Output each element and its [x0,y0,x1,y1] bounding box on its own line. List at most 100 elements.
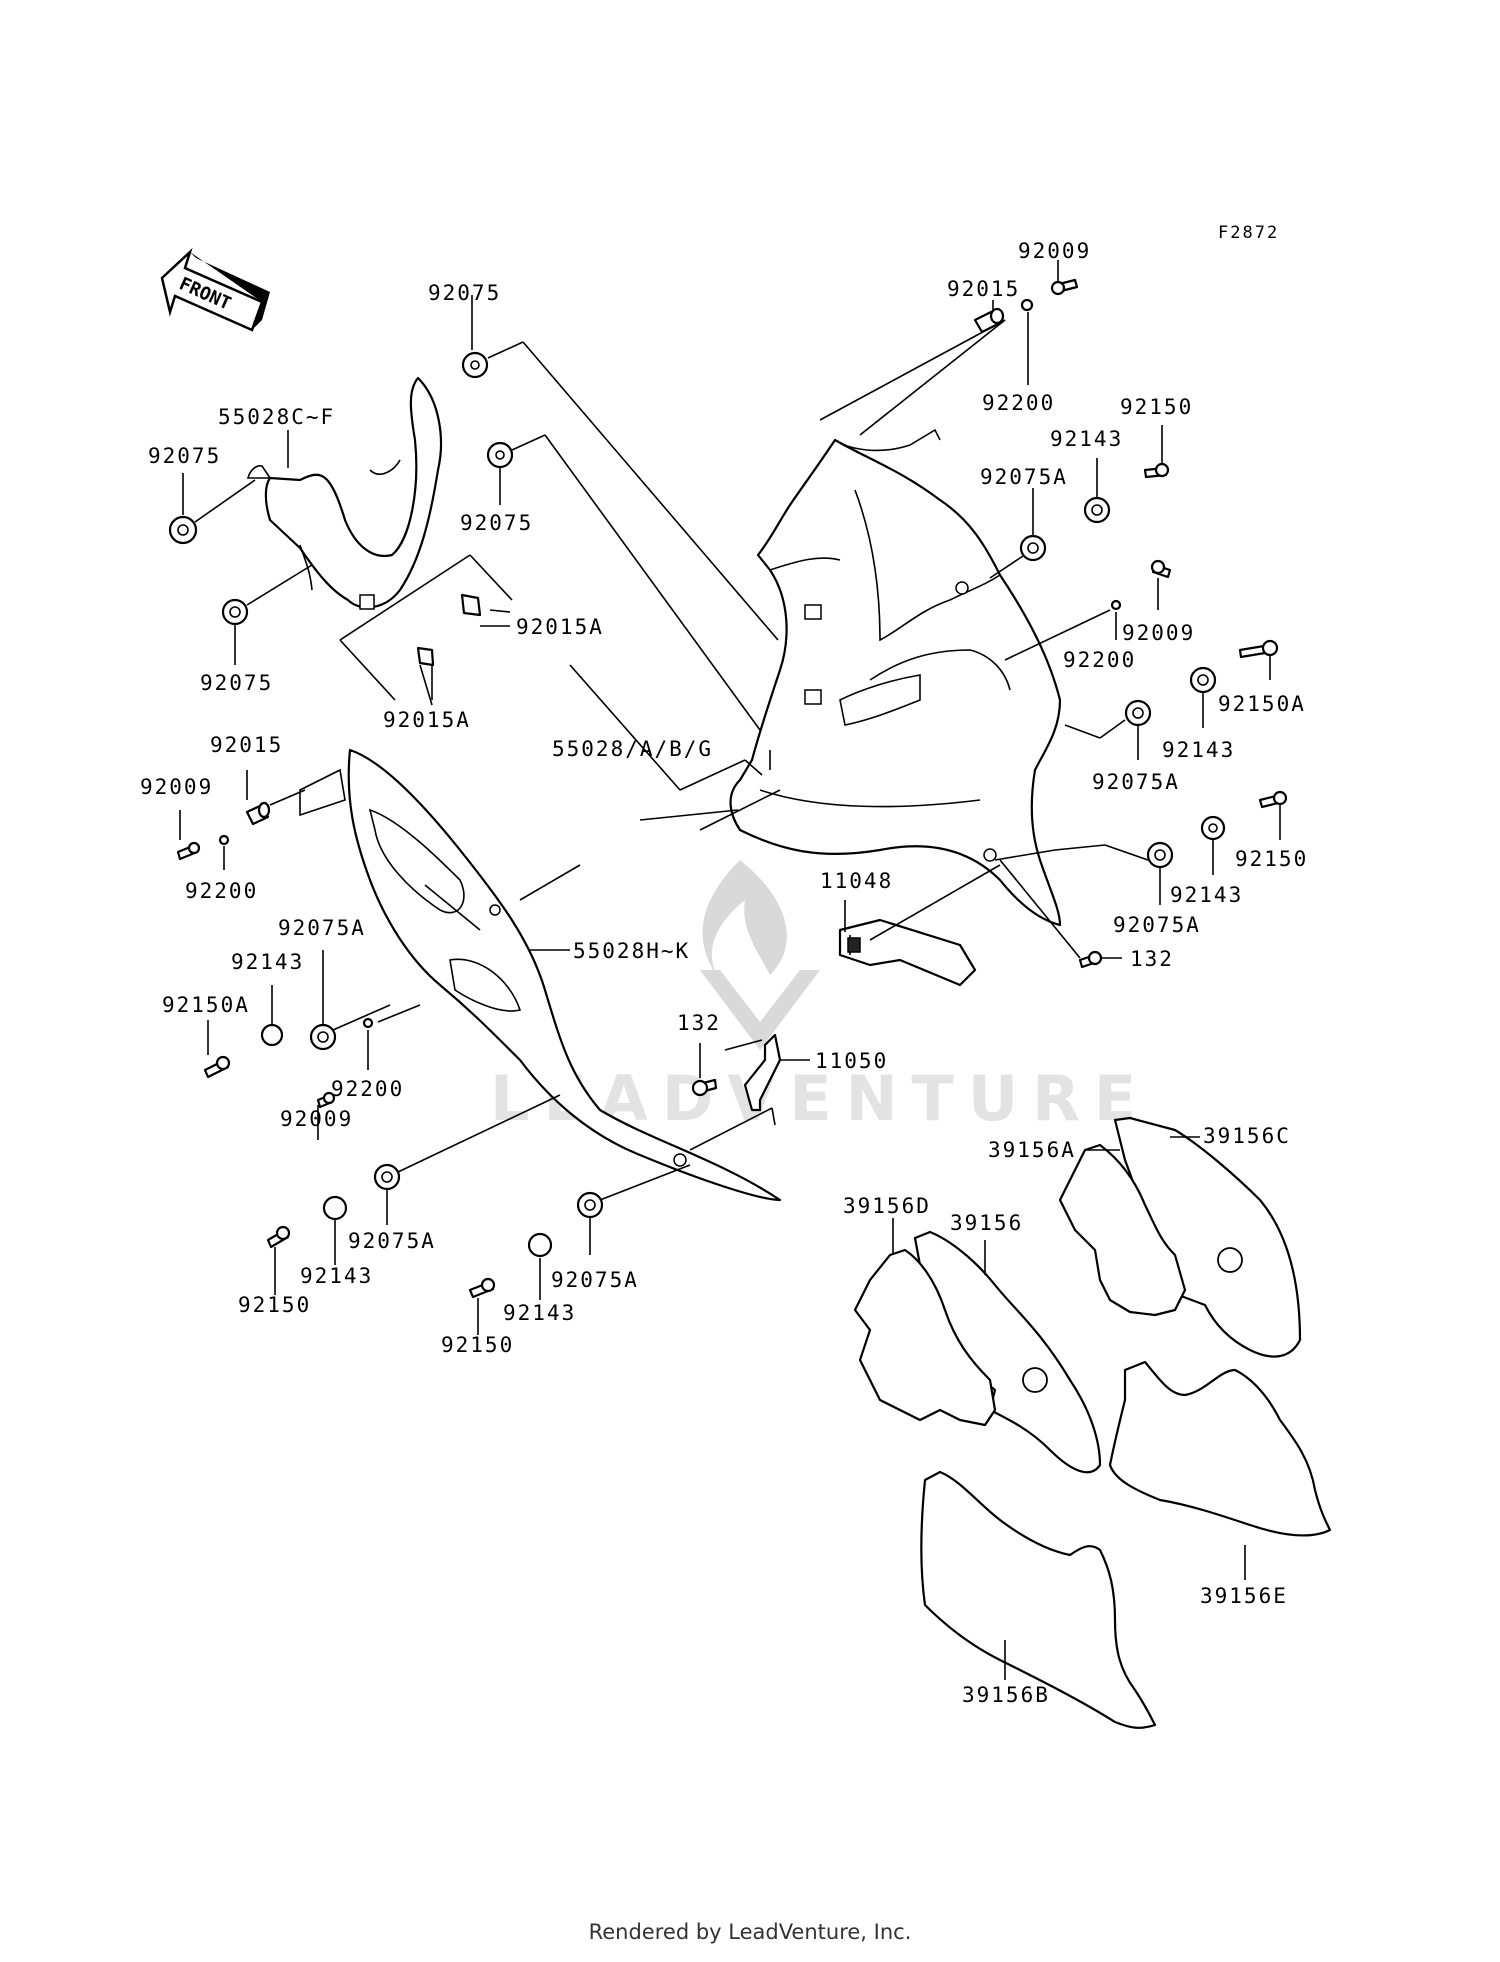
collar-icon [1200,815,1226,841]
clip-icon [460,593,482,617]
callout-39156D: 39156D [843,1194,931,1218]
callout-92075: 92075 [200,671,273,695]
collar-icon [322,1195,348,1221]
bolt-icon [176,841,201,861]
callout-92200: 92200 [331,1077,404,1101]
callout-39156B: 39156B [962,1683,1050,1707]
bolt-icon [1078,950,1103,969]
grommet-icon [1019,534,1047,562]
callout-92150: 92150 [441,1333,514,1357]
grommet-icon [1146,841,1174,869]
callout-92075A: 92075A [348,1229,436,1253]
callout-11048: 11048 [820,869,893,893]
bolt-icon [1258,790,1288,809]
bolt-icon [1143,462,1170,479]
callout-39156E: 39156E [1200,1584,1288,1608]
callout-labels: 92009 92015 92200 92150 92143 92075A 920… [140,239,1308,1707]
callout-92150A: 92150A [1218,692,1306,716]
callout-55028-A-B-G: 55028/A/B/G [552,737,713,761]
leader-lines [194,319,1149,1201]
callout-11050: 11050 [815,1049,888,1073]
grommet-icon [1124,699,1152,727]
callout-92150: 92150 [1235,847,1308,871]
collar-icon [527,1232,553,1258]
hardware-parts [168,278,1288,1299]
bolt-icon [203,1055,231,1079]
lower-cowl-front-part [246,376,443,610]
bracket-11050-part [743,1033,782,1112]
callout-92143: 92143 [1050,427,1123,451]
callout-92015: 92015 [210,733,283,757]
callout-92015A: 92015A [516,615,604,639]
side-cowl-right-part [729,428,1062,927]
callout-92075: 92075 [428,281,501,305]
callout-92009: 92009 [1122,621,1195,645]
callout-92143: 92143 [1170,883,1243,907]
callout-92075A: 92075A [551,1268,639,1292]
pad-39156B-part [920,1470,1157,1729]
callout-39156A: 39156A [988,1138,1076,1162]
callout-39156: 39156 [950,1211,1023,1235]
pad-39156D-part [853,1248,997,1427]
collar-92015-icon [245,801,271,826]
grommet-icon [486,441,514,469]
clip-icon [416,646,435,667]
callout-92150: 92150 [238,1293,311,1317]
washer-icon [1110,599,1122,611]
pad-39156-part [913,1230,1102,1474]
collar-icon [1083,496,1111,524]
callout-ticks [179,260,1281,1680]
callout-132: 132 [1130,947,1174,971]
callout-92143: 92143 [231,950,304,974]
grommet-icon [576,1191,604,1219]
grommet-icon [168,515,198,545]
grommet-icon [309,1023,337,1051]
callout-92150: 92150 [1120,395,1193,419]
callout-132: 132 [677,1011,721,1035]
callout-92200: 92200 [185,879,258,903]
figure-id: F2872 [1218,223,1279,243]
bolt-icon [266,1225,291,1249]
callout-92075A: 92075A [278,916,366,940]
bolt-icon [1238,639,1279,659]
bolt-icon [1050,278,1079,296]
pad-39156E-part [1108,1360,1332,1537]
callout-92075A: 92075A [1092,770,1180,794]
washer-icon [218,834,230,846]
callout-92150A: 92150A [162,993,250,1017]
callout-55028C-F: 55028C~F [218,405,335,429]
lower-cowl-left-part [299,748,782,1202]
washer-icon [1020,298,1034,312]
bolt-icon [691,1078,718,1097]
callout-92075A: 92075A [1113,913,1201,937]
callout-92200: 92200 [982,391,1055,415]
callout-92143: 92143 [1162,738,1235,762]
bracket-11048-part [838,918,977,987]
bolt-icon [316,1091,336,1109]
callout-92075A: 92075A [980,465,1068,489]
callout-92015: 92015 [947,277,1020,301]
callout-92075: 92075 [460,511,533,535]
callout-92143: 92143 [300,1264,373,1288]
callout-92075: 92075 [148,444,221,468]
bolt-icon [468,1277,496,1299]
grommet-icon [221,598,249,626]
callout-55028H-K: 55028H~K [573,939,690,963]
callout-92143: 92143 [503,1301,576,1325]
bolt-icon [1150,559,1172,579]
grommet-icon [461,351,489,379]
pad-39156A-part [1058,1143,1187,1317]
collar-icon [260,1023,284,1047]
footer-credit: Rendered by LeadVenture, Inc. [588,1920,912,1944]
callout-92200: 92200 [1063,648,1136,672]
washer-icon [362,1017,374,1029]
callout-92009: 92009 [140,775,213,799]
callout-92009: 92009 [1018,239,1091,263]
collar-icon [1189,666,1217,694]
callout-92015A: 92015A [383,708,471,732]
callout-39156C: 39156C [1203,1124,1291,1148]
callout-92009: 92009 [280,1107,353,1131]
front-arrow-icon: FRONT [160,247,270,332]
grommet-icon [373,1163,401,1191]
